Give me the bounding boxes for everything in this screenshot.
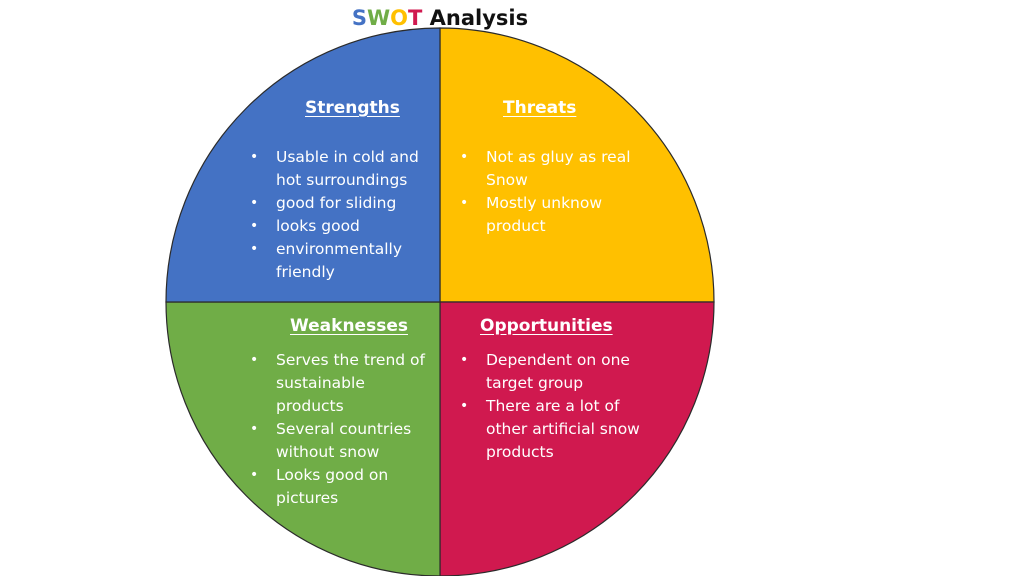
threats-list: Not as gluy as real SnowMostly unknow pr… [460,146,640,238]
list-item: There are a lot of other artificial snow… [460,395,640,464]
list-item: Dependent on one target group [460,349,640,395]
list-item: good for sliding [250,192,432,215]
quadrant-opportunities: Opportunities Dependent on one target gr… [460,316,640,464]
diagram-title: SWOT Analysis [0,6,880,30]
quadrant-weaknesses: Weaknesses Serves the trend of sustainab… [250,316,432,510]
list-item: Looks good on pictures [250,464,432,510]
title-letter-t: T [408,6,423,30]
quadrant-strengths: Strengths Usable in cold and hot surroun… [250,98,432,284]
opportunities-heading: Opportunities [480,316,613,336]
threats-heading: Threats [503,98,577,118]
strengths-list: Usable in cold and hot surroundingsgood … [250,146,432,284]
title-letter-o: O [390,6,409,30]
list-item: Several countries without snow [250,418,432,464]
weaknesses-list: Serves the trend of sustainable products… [250,349,432,510]
list-item: looks good [250,215,432,238]
quadrant-threats: Threats Not as gluy as real SnowMostly u… [460,98,640,238]
title-rest: Analysis [429,6,529,30]
weaknesses-heading: Weaknesses [290,316,408,336]
title-letter-s: S [351,6,367,30]
list-item: Usable in cold and hot surroundings [250,146,432,192]
title-letter-w: W [366,6,391,30]
list-item: Not as gluy as real Snow [460,146,640,192]
list-item: Mostly unknow product [460,192,640,238]
list-item: environmentally friendly [250,238,432,284]
opportunities-list: Dependent on one target groupThere are a… [460,349,640,464]
list-item: Serves the trend of sustainable products [250,349,432,418]
strengths-heading: Strengths [305,98,400,118]
title-acronym: SWOT [352,6,430,30]
